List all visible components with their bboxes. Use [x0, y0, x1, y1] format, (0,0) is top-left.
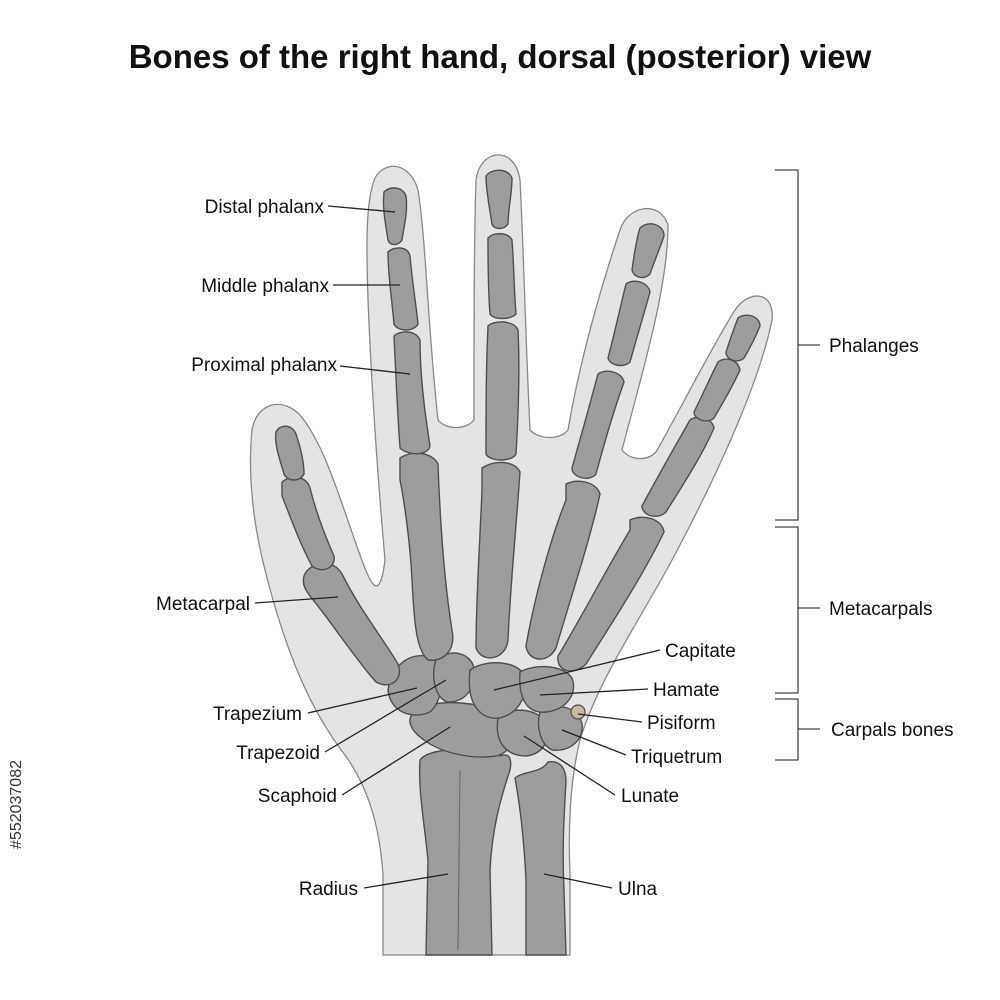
ulna-label: Ulna: [618, 879, 658, 900]
pisiform-label: Pisiform: [647, 713, 716, 734]
ulna-bone: [514, 761, 567, 956]
triquetrum-label: Triquetrum: [631, 747, 722, 768]
proximal-phalanx-label: Proximal phalanx: [191, 355, 337, 376]
little-middle-phalanx: [693, 358, 741, 422]
little-distal-phalanx: [725, 314, 761, 362]
index-metacarpal: [399, 452, 454, 661]
trapezium-label: Trapezium: [213, 704, 302, 725]
metacarpals-bracket: [775, 526, 820, 694]
phalanges-bracket: [775, 169, 820, 521]
capitate-leader: [493, 649, 661, 691]
scaphoid-leader: [341, 726, 451, 796]
middle-distal-phalanx: [485, 169, 513, 230]
trapezoid-leader: [324, 679, 447, 753]
capitate-label: Capitate: [665, 641, 736, 662]
stock-id: #552037082: [8, 760, 25, 849]
distal-phalanx-label: Distal phalanx: [205, 197, 325, 218]
index-middle-phalanx: [387, 247, 419, 331]
trapezoid-label: Trapezoid: [236, 743, 320, 764]
hamate-leader: [539, 688, 649, 696]
trapezium-leader: [307, 687, 418, 714]
lunate-leader: [523, 735, 616, 796]
index-proximal-phalanx: [393, 331, 431, 455]
middle-proximal-phalanx: [485, 321, 520, 461]
hamate-label: Hamate: [653, 680, 720, 701]
thumb-distal-phalanx: [274, 425, 305, 481]
thumb-proximal-phalanx: [281, 476, 335, 571]
proximal-phalanx-leader: [339, 365, 411, 375]
pisiform-bone: [570, 704, 586, 720]
phalanges-group-label: Phalanges: [829, 336, 919, 357]
middle-phalanx-label: Middle phalanx: [201, 276, 329, 297]
radius-leader: [363, 873, 449, 889]
metacarpals-group-label: Metacarpals: [829, 599, 933, 620]
metacarpal-leader: [254, 596, 339, 604]
pisiform-leader: [577, 713, 643, 723]
triquetrum-bone: [537, 705, 583, 751]
ring-distal-phalanx: [631, 223, 665, 279]
index-distal-phalanx: [382, 187, 408, 246]
ring-proximal-phalanx: [571, 370, 625, 479]
carpals-group-label: Carpals bones: [831, 720, 954, 741]
distal-phalanx-leader: [327, 205, 396, 213]
scaphoid-label: Scaphoid: [258, 786, 337, 807]
carpals-bracket: [775, 698, 820, 761]
ring-middle-phalanx: [607, 280, 651, 367]
metacarpal-label: Metacarpal: [156, 594, 250, 615]
middle-middle-phalanx: [487, 233, 517, 320]
little-metacarpal: [557, 516, 665, 672]
hamate-bone: [519, 665, 575, 713]
page-title: Bones of the right hand, dorsal (posteri…: [128, 38, 872, 75]
ulna-leader: [543, 873, 613, 889]
middle-metacarpal: [475, 461, 521, 659]
lunate-label: Lunate: [621, 786, 679, 807]
radius-label: Radius: [299, 879, 358, 900]
capitate-bone: [468, 662, 526, 719]
triquetrum-leader: [561, 729, 627, 756]
little-proximal-phalanx: [641, 416, 715, 517]
thumb-metacarpal: [302, 562, 401, 686]
ring-metacarpal: [525, 480, 601, 660]
